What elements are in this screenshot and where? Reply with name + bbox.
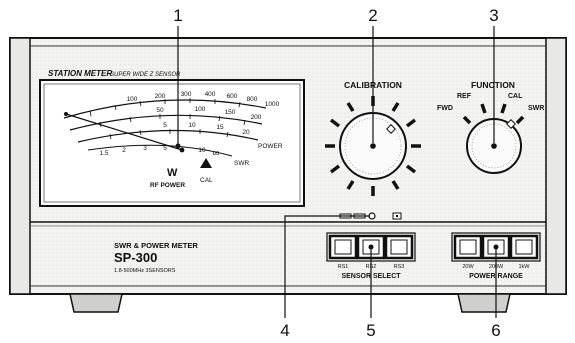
tick-label: 3 — [143, 145, 147, 152]
range-label-20w: 20W — [462, 264, 474, 270]
scale-arc-swr — [87, 144, 233, 157]
knob-pointer-icon — [506, 119, 516, 129]
callout-5: 5 — [366, 321, 375, 340]
tick-label: 400 — [205, 91, 216, 98]
callout-4: 4 — [280, 321, 289, 340]
analog-meter: STATION METER SUPER WIDE Z SENSOR 100 20… — [39, 69, 305, 207]
callout-lines — [177, 26, 497, 318]
tick-label: 10 — [188, 122, 196, 129]
tick-label: 15 — [216, 124, 224, 131]
meter-needle — [65, 113, 183, 151]
scale-arc-power-mid — [69, 114, 263, 131]
tick-label: 200 — [251, 114, 262, 121]
tick-label: 50 — [156, 107, 164, 114]
sensor-label-rs1: RS1 — [338, 264, 349, 270]
tick-label: 5 — [163, 145, 167, 152]
feet — [69, 293, 511, 313]
meter-unit: W — [167, 167, 178, 179]
tick-label: 1000 — [265, 101, 280, 108]
tick-label: 600 — [227, 93, 238, 100]
swr-label: SWR — [234, 160, 249, 167]
callout-2: 2 — [368, 6, 377, 25]
function-cal: CAL — [508, 93, 523, 100]
tick-label: 2 — [122, 147, 126, 154]
tick-label: 1.5 — [99, 150, 108, 157]
tick-label: 10 — [198, 147, 206, 154]
cal-mark-icon — [200, 158, 212, 168]
tick-label: 5 — [163, 122, 167, 129]
range-label-1kw: 1kW — [519, 264, 531, 270]
power-label: POWER — [258, 143, 283, 150]
model-name: SP-300 — [114, 250, 157, 265]
tick-label: 300 — [181, 91, 192, 98]
tick-label: 200 — [155, 93, 166, 100]
rf-power-label: RF POWER — [150, 182, 185, 189]
sensor-label-rs3: RS3 — [394, 264, 405, 270]
callout-6: 6 — [491, 321, 500, 340]
meter-brand-sub: SUPER WIDE Z SENSOR — [110, 72, 181, 78]
function-ref: REF — [457, 93, 472, 100]
tick-label: 100 — [127, 96, 138, 103]
model-title: SWR & POWER METER — [114, 241, 198, 250]
function-swr: SWR — [528, 105, 544, 112]
tick-label: ∞ — [212, 148, 219, 159]
function-label: FUNCTION — [471, 80, 515, 90]
tick-label: 20 — [242, 129, 250, 136]
function-fwd: FWD — [437, 105, 453, 112]
tick-label: 150 — [225, 109, 236, 116]
knob-pointer-icon — [386, 124, 396, 134]
model-plate: SWR & POWER METER SP-300 1.8-500MHz 3SEN… — [114, 241, 198, 274]
meter-brand: STATION METER — [48, 69, 112, 78]
callout-dots — [175, 143, 499, 250]
model-sub: 1.8-500MHz 3SENSORS — [114, 268, 176, 274]
tick-label: 800 — [247, 96, 258, 103]
tick-label: 100 — [195, 106, 206, 113]
callout-1: 1 — [173, 6, 182, 25]
needle-pivot — [179, 147, 185, 153]
callout-3: 3 — [489, 6, 498, 25]
cal-label: CAL — [200, 177, 213, 184]
